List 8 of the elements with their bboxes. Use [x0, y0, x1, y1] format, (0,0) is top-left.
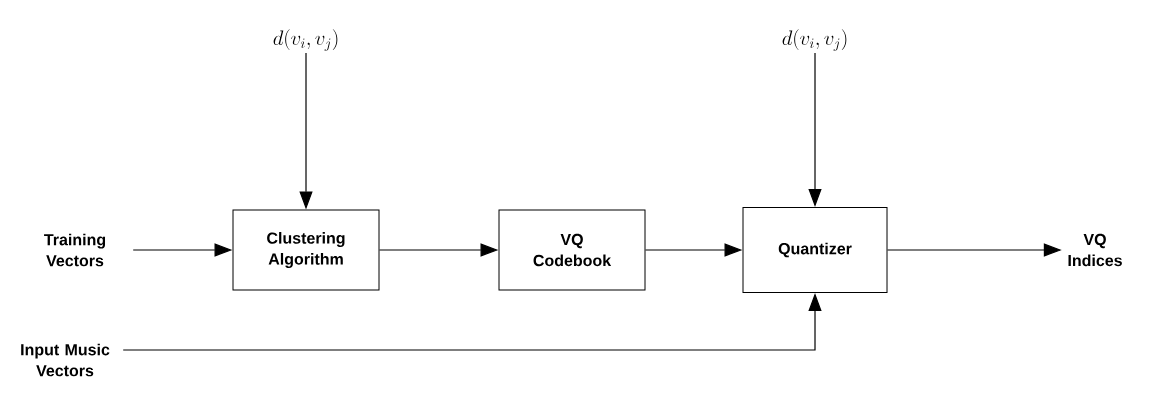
process-box: VQ Codebook [498, 209, 646, 291]
label-text: VQ Indices [1068, 233, 1122, 267]
process-box: Clustering Algorithm [232, 209, 380, 291]
label-text: Training Vectors [44, 233, 106, 267]
distance-formula: $d(v_i, v_j)$ [782, 29, 847, 51]
distance-formula: $d(v_i, v_j)$ [273, 29, 338, 51]
label-text: Input Music Vectors [21, 343, 110, 377]
process-box: Quantizer [742, 207, 888, 293]
